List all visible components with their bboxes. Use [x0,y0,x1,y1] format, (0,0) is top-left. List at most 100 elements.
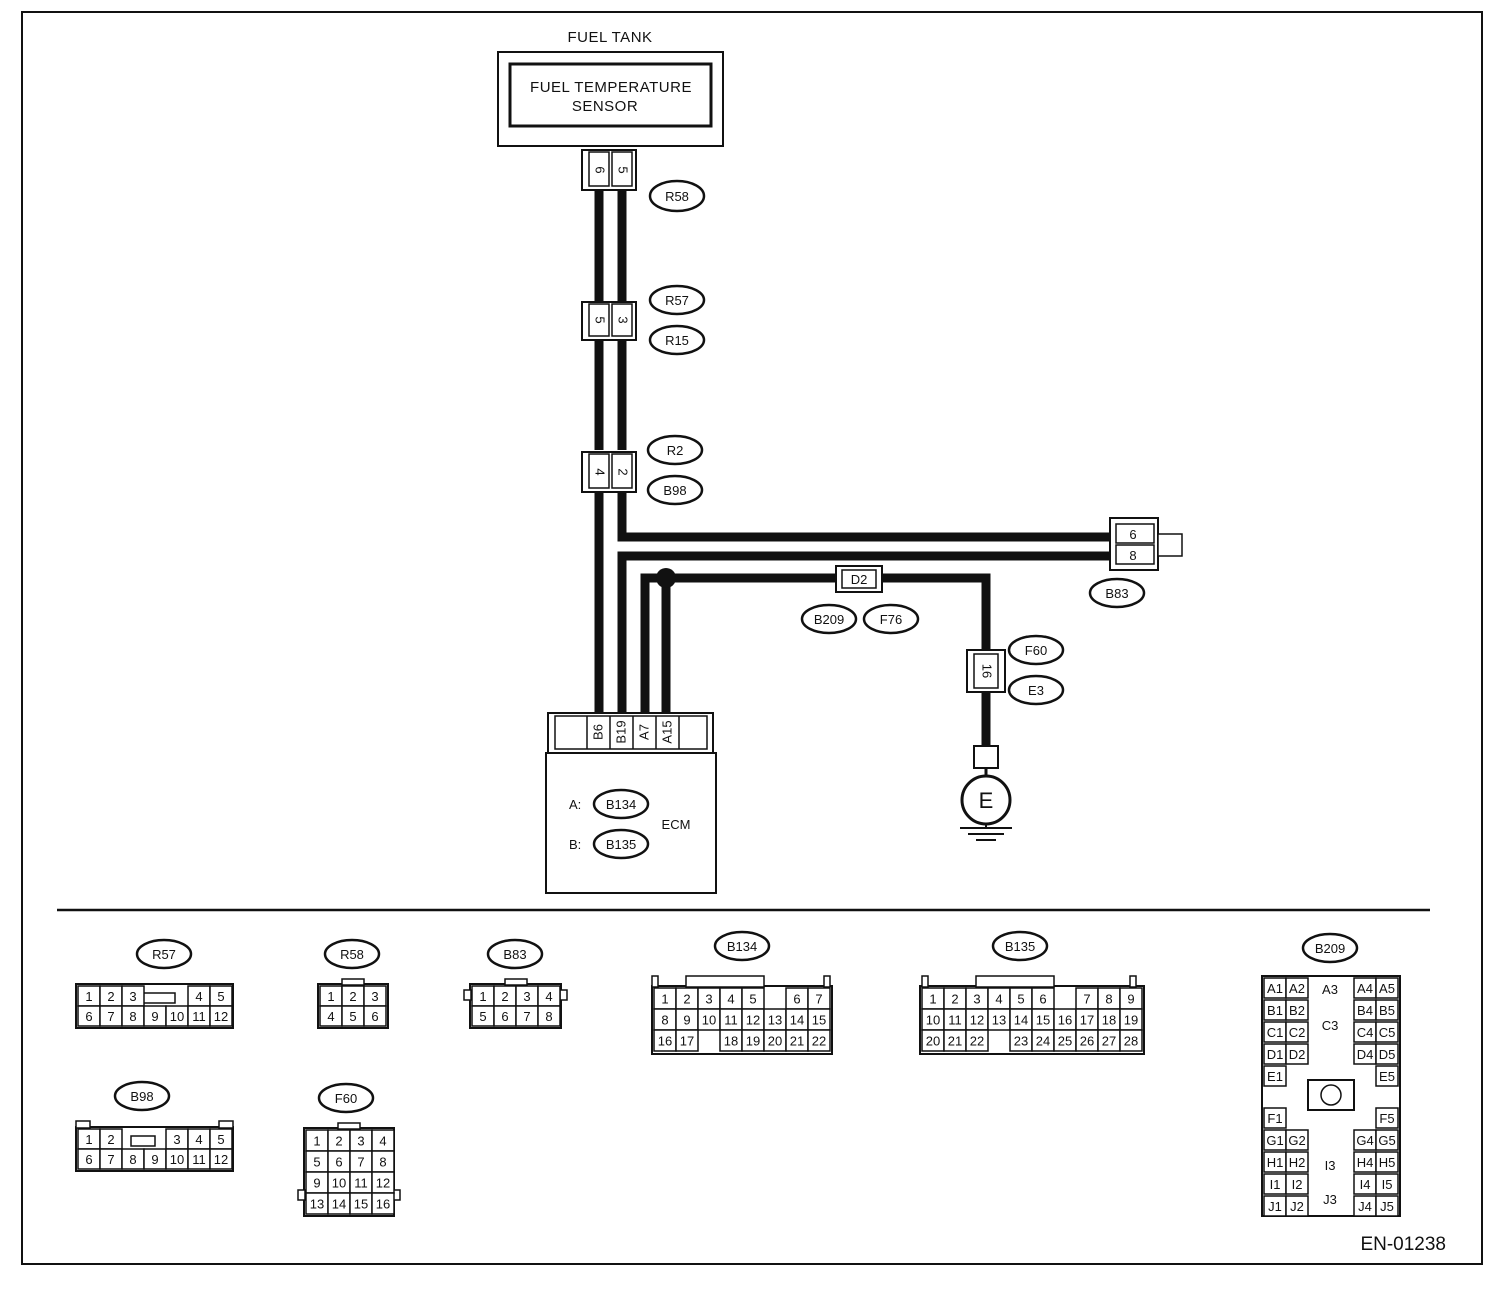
pinout-b135-pin-13-label: 13 [992,1013,1006,1028]
pinout-b83-pin-4-label: 4 [545,989,552,1004]
d2-label: D2 [851,572,868,587]
pinout-b135-pin-23-label: 23 [1014,1034,1028,1049]
pinout-r57-pin-4-label: 4 [195,989,202,1004]
pinout-r58-key [341,978,365,986]
pinout-b209-pin-A2 [1285,977,1309,999]
pinout-f60-tag-text: F60 [335,1091,357,1106]
pinout-r57-pin-3-label: 3 [129,989,136,1004]
pinout-b209-pin-C2 [1285,1021,1309,1043]
pinout-b209-pin-A5 [1375,977,1399,999]
tag-r2 [646,434,704,466]
pinout-b83-lug-right [559,989,568,1001]
pinout-r57-pin-5-label: 5 [217,989,224,1004]
pinout-b209-pin-I2-label: I2 [1292,1177,1303,1192]
pinout-b209-center-A3: A3 [1322,982,1338,997]
tag-b98-text: B98 [663,483,686,498]
pinout-f60-pin-15-label: 15 [354,1197,368,1212]
tag-b83 [1088,577,1146,609]
tag-f76-text: F76 [880,612,902,627]
pinout-b135-pin-18-label: 18 [1102,1013,1116,1028]
tag-f76 [862,603,920,635]
tag-b83-text: B83 [1105,586,1128,601]
tag-r2-text: R2 [667,443,684,458]
pinout-b209-pin-J5 [1375,1195,1399,1217]
tag-b209-text: B209 [814,612,844,627]
pinout-b209-pin-G2-label: G2 [1288,1133,1305,1148]
pinout-b209-pin-G1-label: G1 [1266,1133,1283,1148]
pinout-b134-pin-12-label: 12 [746,1013,760,1028]
pinout-b209-pin-D5 [1375,1043,1399,1065]
outer-frame [21,11,1483,1265]
pinout-r58-pin-5-label: 5 [349,1009,356,1024]
r58-pin-a: 6 [593,166,608,173]
pinout-b209-pin-F1-label: F1 [1267,1111,1282,1126]
pinout-b98-tag-text: B98 [130,1089,153,1104]
tag-r15 [648,324,706,356]
pinout-r57-housing [75,983,234,1029]
pinout-b135-lug-left [921,975,929,988]
pinout-f60-pin-11-label: 11 [354,1176,368,1191]
pinout-b209-pin-F1 [1263,1107,1287,1129]
pinout-b209-pin-J4-label: J4 [1358,1199,1372,1214]
pinout-b209-pin-A1-label: A1 [1267,981,1283,996]
pinout-r58-pin-2-label: 2 [349,989,356,1004]
tag-e3-text: E3 [1028,683,1044,698]
pinout-b83-pin-5-label: 5 [479,1009,486,1024]
pinout-b98-pin-12-label: 12 [214,1152,228,1167]
connector-r2-b98: 4 2 [581,451,637,493]
pinout-b135-pin-6-label: 6 [1039,992,1046,1007]
pinout-b209-pin-J5-label: J5 [1380,1199,1394,1214]
pinout-b134-pin-13-label: 13 [768,1013,782,1028]
ecm-pin-b6: B6 [590,724,605,740]
pinout-b134-pin-18-label: 18 [724,1034,738,1049]
pinout-b209-pin-H2-label: H2 [1289,1155,1306,1170]
pinout-b135-pin-12-label: 12 [970,1013,984,1028]
pinout-b209-pin-C5-label: C5 [1379,1025,1396,1040]
pinout-b209-pin-B4-label: B4 [1357,1003,1373,1018]
pinout-b135-tag [991,930,1049,962]
pinout-b209-housing [1261,975,1401,1217]
pinout-b209-pin-I4-label: I4 [1360,1177,1371,1192]
pinout-f60-pin-3-label: 3 [357,1134,364,1149]
pinout-b98-pin-6-label: 6 [85,1152,92,1167]
pinout-r57-pin-12 [209,1005,233,1027]
pinout-b209-pin-B2-label: B2 [1289,1003,1305,1018]
pinout-b134-pin-2-label: 2 [683,992,690,1007]
pinout-b135-pin-27-label: 27 [1102,1034,1116,1049]
pinout-f60-pin-9-label: 9 [313,1176,320,1191]
pinout-b98-pin-10-label: 10 [170,1152,184,1167]
pinout-b134-pin-4-label: 4 [727,992,734,1007]
pinout-b134-tag-text: B134 [727,939,757,954]
pinout-b209-center-C3: C3 [1322,1018,1339,1033]
tag-b135-text: B135 [606,837,636,852]
pinout-b135-pin-10-label: 10 [926,1013,940,1028]
pinout-b98-housing [75,1126,234,1172]
pinout-b98-lug-right [218,1120,234,1129]
pinout-f60-pin-1-label: 1 [313,1134,320,1149]
wire-harness [594,190,1116,746]
pinout-b134-lug-left [651,975,659,988]
pinout-b209-pin-C4-label: C4 [1357,1025,1374,1040]
pinout-b134-pin-5-label: 5 [749,992,756,1007]
ecm-a-prefix: A: [569,797,581,812]
pinout-b134-lug-right [823,975,831,988]
pinout-b135-pin-1-label: 1 [929,992,936,1007]
pinout-b135-pin-24-label: 24 [1036,1034,1050,1049]
pinout-b83-tag-text: B83 [503,947,526,962]
fuel-tank-label: FUEL TANK [567,29,652,46]
pinout-r57-pin-11-label: 11 [192,1009,206,1024]
pinout-r57-pin-8-label: 8 [129,1009,136,1024]
pinout-f60-pin-14-label: 14 [332,1197,346,1212]
fuel-temperature-sensor-box [508,62,713,128]
pinout-b209-pin-F5 [1375,1107,1399,1129]
pinout-b209-pin-J2-label: J2 [1290,1199,1304,1214]
tag-r57-text: R57 [665,293,689,308]
tag-r58 [648,179,706,213]
sensor-label-line1: FUEL TEMPERATURE [530,79,692,96]
pinout-f60-pin-10-label: 10 [332,1176,346,1191]
pinout-r58-pin-3-label: 3 [371,989,378,1004]
pinout-b135-pin-5-label: 5 [1017,992,1024,1007]
r2-pin-b: 2 [616,468,631,475]
